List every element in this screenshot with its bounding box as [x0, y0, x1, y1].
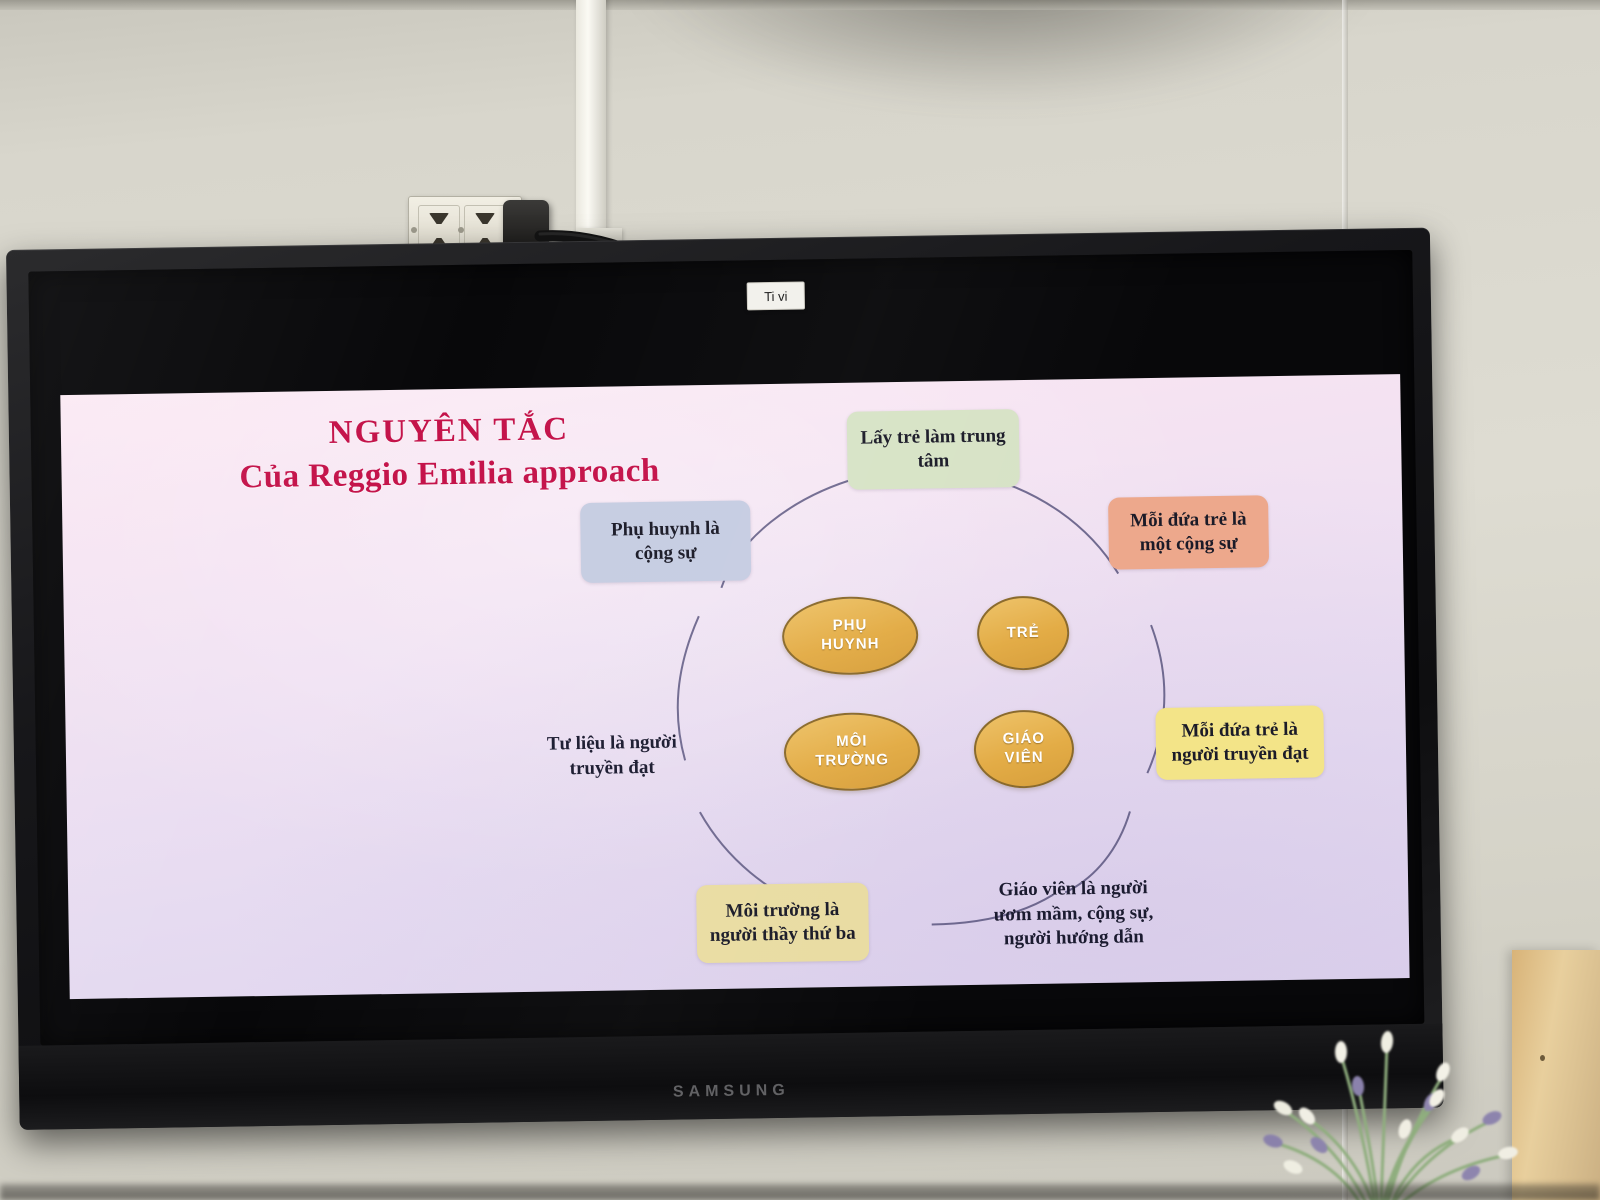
cable-raceway [576, 0, 606, 235]
ellipse-environment-label: MÔI TRƯỜNG [815, 732, 890, 770]
outlet-screw [411, 227, 417, 233]
television: Ti vi NGUYÊN TẮC Của Reggio Emilia appro… [6, 227, 1444, 1130]
node-parents-are-partners[interactable]: Phụ huynh là cộng sự [580, 500, 752, 584]
node-teacher-role: Giáo viên là người ươm mầm, cộng sự, ngư… [980, 876, 1167, 953]
node-environment-third-teacher[interactable]: Môi trường là người thầy thứ ba [696, 882, 870, 964]
node-child-is-communicator[interactable]: Mỗi đứa trẻ là người truyền đạt [1155, 705, 1325, 780]
node-parents-are-partners-label: Phụ huynh là cộng sự [610, 518, 721, 565]
ellipse-child-label: TRẺ [1006, 623, 1040, 641]
decorative-plant [1215, 905, 1545, 1200]
tv-bezel-tag-text: Ti vi [764, 288, 788, 304]
wall-shadow [620, 0, 1380, 110]
ellipse-teacher-label: GIÁO VIÊN [1002, 729, 1046, 767]
wooden-panel [1512, 950, 1600, 1200]
presentation-slide: NGUYÊN TẮC Của Reggio Emilia approach [60, 374, 1410, 1000]
node-child-centered-label: Lấy trẻ làm trung tâm [860, 425, 1006, 472]
foreground-surface-shadow [0, 1184, 1600, 1200]
tv-bezel-tag: Ti vi [746, 281, 806, 311]
node-documentation-communicator: Tư liệu là người truyền đạt [521, 730, 704, 782]
node-child-is-partner-label: Mỗi đứa trẻ là một cộng sự [1130, 508, 1247, 556]
outlet-screw [458, 227, 464, 233]
node-documentation-communicator-label: Tư liệu là người truyền đạt [546, 731, 677, 779]
ellipse-parents-label: PHỤ HUYNH [820, 616, 880, 654]
node-child-is-communicator-label: Mỗi đứa trẻ là người truyền đạt [1171, 719, 1309, 766]
node-child-is-partner[interactable]: Mỗi đứa trẻ là một cộng sự [1108, 495, 1270, 570]
node-child-centered[interactable]: Lấy trẻ làm trung tâm [846, 409, 1020, 490]
node-teacher-role-label: Giáo viên là người ươm mầm, cộng sự, ngư… [993, 877, 1154, 950]
ceiling-edge [0, 0, 1600, 10]
node-environment-third-teacher-label: Môi trường là người thầy thứ ba [709, 899, 856, 947]
